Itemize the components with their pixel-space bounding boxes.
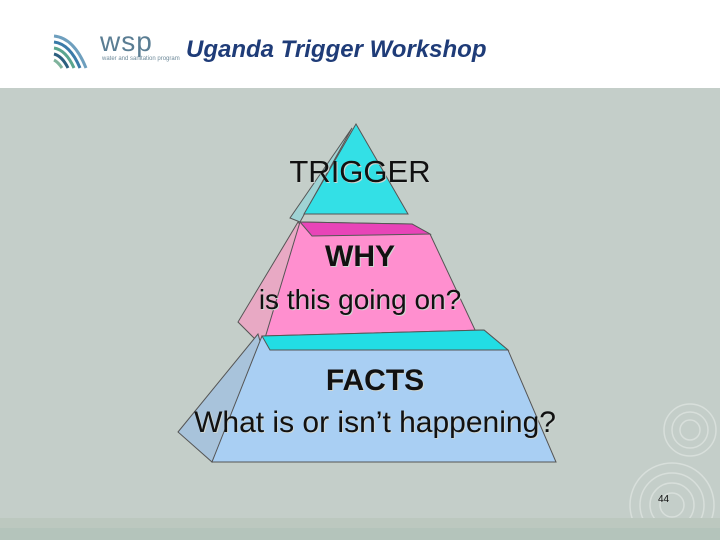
page-number: 44 <box>658 494 670 505</box>
pyramid-bottom-top-face <box>261 329 510 351</box>
logo-wordmark: wsp <box>100 26 153 57</box>
footer-stripe <box>0 528 720 540</box>
facts-text: What is or isn’t happening? <box>194 406 556 439</box>
decorative-circles-icon <box>629 403 717 540</box>
pyramid-middle-top-face <box>298 221 432 237</box>
logo-subtitle: water and sanitation program <box>102 56 180 62</box>
facts-heading: FACTS <box>325 364 425 397</box>
header: wsp water and sanitation program Uganda … <box>0 0 720 88</box>
pyramid-top-tier <box>303 123 409 215</box>
wsp-logo-icon <box>53 34 88 69</box>
trigger-label: TRIGGER <box>289 154 431 189</box>
why-text: is this going on? <box>258 284 462 315</box>
page-title: Uganda Trigger Workshop <box>186 36 487 63</box>
why-heading: WHY <box>325 240 395 273</box>
